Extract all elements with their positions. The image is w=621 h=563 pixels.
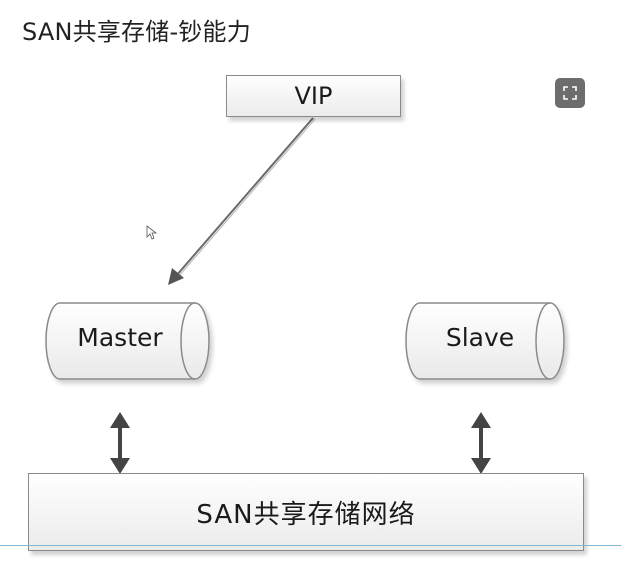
slave-san-double-arrow (471, 412, 491, 474)
master-san-double-arrow (110, 412, 130, 474)
expand-icon (563, 86, 577, 100)
bottom-divider (0, 545, 621, 546)
master-cylinder (45, 302, 210, 380)
expand-button[interactable] (555, 78, 585, 108)
san-network-box: SAN共享存储网络 (28, 473, 584, 551)
slave-label: Slave (445, 323, 515, 352)
page-title: SAN共享存储-钞能力 (22, 18, 251, 46)
master-label: Master (77, 323, 163, 352)
mouse-cursor-icon (146, 225, 158, 240)
vip-to-master-arrow (168, 117, 316, 285)
vip-box: VIP (226, 75, 401, 117)
slave-cylinder (405, 302, 565, 380)
